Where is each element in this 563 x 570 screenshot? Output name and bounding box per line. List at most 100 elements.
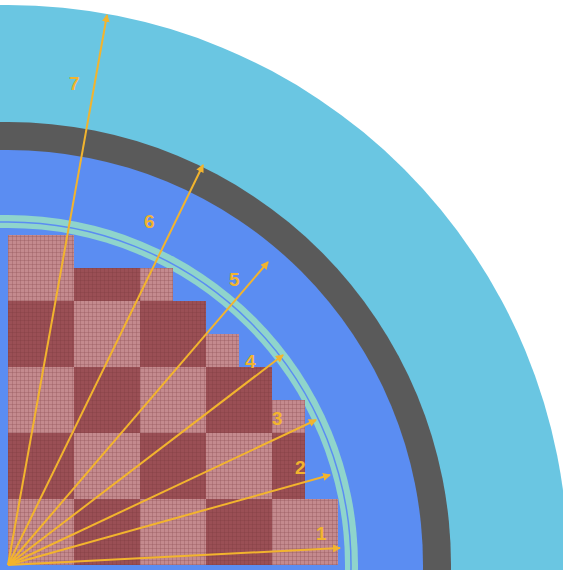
outer-region: [0, 5, 563, 570]
pin-lattice: [74, 334, 107, 367]
fuel-assembly: [107, 433, 140, 466]
thin-ring: [0, 222, 351, 570]
fuel-assembly: [107, 367, 140, 400]
fuel-assembly: [173, 367, 206, 400]
fuel-assembly: [140, 367, 173, 400]
fuel-assembly: [239, 466, 272, 499]
fuel-assembly: [173, 301, 206, 334]
fuel-assembly: [107, 466, 140, 499]
fuel-assembly: [41, 367, 74, 400]
fuel-assembly: [239, 499, 272, 532]
fuel-assembly: [8, 499, 41, 532]
pin-lattice: [272, 532, 305, 565]
fuel-assembly: [206, 433, 239, 466]
pin-lattice: [140, 334, 173, 367]
fuel-assembly: [8, 334, 41, 367]
pin-lattice: [206, 400, 239, 433]
fuel-assembly: [173, 499, 206, 532]
callout-number: 1: [316, 524, 327, 543]
pin-lattice: [239, 532, 272, 565]
fuel-assembly: [74, 400, 107, 433]
fuel-assembly: [41, 235, 74, 268]
fuel-assembly: [239, 400, 272, 433]
fuel-assembly: [140, 301, 173, 334]
pin-lattice: [173, 433, 206, 466]
fuel-assembly: [107, 268, 140, 301]
pin-lattice: [107, 433, 140, 466]
radius-arrow: [8, 355, 283, 565]
fuel-assembly: [74, 268, 107, 301]
fuel-assembly: [272, 532, 305, 565]
pin-lattice: [140, 301, 173, 334]
pin-lattice: [173, 301, 206, 334]
pin-lattice: [173, 367, 206, 400]
teal-ring: [0, 215, 358, 570]
pin-lattice: [8, 268, 41, 301]
fuel-assembly: [8, 268, 41, 301]
fuel-assembly: [206, 532, 239, 565]
fuel-assembly: [140, 334, 173, 367]
fuel-assembly: [239, 367, 272, 400]
pin-lattice: [107, 466, 140, 499]
fuel-assembly: [8, 301, 41, 334]
pin-lattice: [41, 400, 74, 433]
fuel-assembly: [173, 466, 206, 499]
fuel-assembly: [8, 433, 41, 466]
pin-lattice: [239, 466, 272, 499]
pin-lattice: [8, 301, 41, 334]
fuel-assembly: [74, 334, 107, 367]
callout-number: 6: [144, 212, 155, 231]
pin-lattice: [206, 367, 239, 400]
pin-lattice: [107, 367, 140, 400]
callout-number: 4: [245, 352, 256, 371]
radius-arrow: [8, 165, 203, 565]
fuel-assembly: [272, 499, 305, 532]
blue-region: [0, 150, 423, 570]
fuel-assembly: [173, 532, 206, 565]
pin-lattice: [239, 499, 272, 532]
pin-lattice: [206, 532, 239, 565]
callout-number: 5: [229, 270, 240, 289]
pin-lattice: [8, 367, 41, 400]
fuel-assembly: [206, 499, 239, 532]
pin-lattice: [107, 268, 140, 301]
fuel-assembly: [140, 532, 173, 565]
fuel-assembly: [206, 400, 239, 433]
grey-ring: [0, 122, 451, 570]
pin-lattice: [239, 367, 272, 400]
fuel-assembly: [41, 301, 74, 334]
pin-lattice: [239, 400, 272, 433]
pin-lattice: [41, 301, 74, 334]
pin-lattice: [206, 466, 239, 499]
pin-lattice: [8, 433, 41, 466]
fuel-assembly: [239, 532, 272, 565]
pin-lattice: [272, 499, 305, 532]
pin-lattice: [41, 367, 74, 400]
callout-number: 7: [69, 74, 80, 93]
pin-lattice: [74, 301, 107, 334]
callout-number: 3: [272, 409, 283, 428]
radius-arrow: [8, 420, 316, 565]
fuel-assembly: [173, 433, 206, 466]
pin-lattice: [140, 367, 173, 400]
fuel-assembly: [206, 334, 239, 367]
pin-lattice: [173, 466, 206, 499]
pin-lattice: [74, 433, 107, 466]
inner-gap: [0, 228, 345, 570]
pin-lattice: [206, 499, 239, 532]
fuel-assembly: [8, 235, 41, 268]
pin-lattice: [8, 334, 41, 367]
pin-lattice: [173, 532, 206, 565]
callout-number: 2: [295, 458, 306, 477]
pin-lattice: [140, 532, 173, 565]
fuel-assembly: [74, 301, 107, 334]
radius-arrows: [8, 15, 340, 565]
pin-lattice: [74, 400, 107, 433]
pin-lattice: [74, 268, 107, 301]
fuel-assembly: [8, 367, 41, 400]
pin-lattice: [173, 499, 206, 532]
fuel-assembly: [74, 433, 107, 466]
pin-lattice: [8, 235, 41, 268]
pin-lattice: [8, 499, 41, 532]
